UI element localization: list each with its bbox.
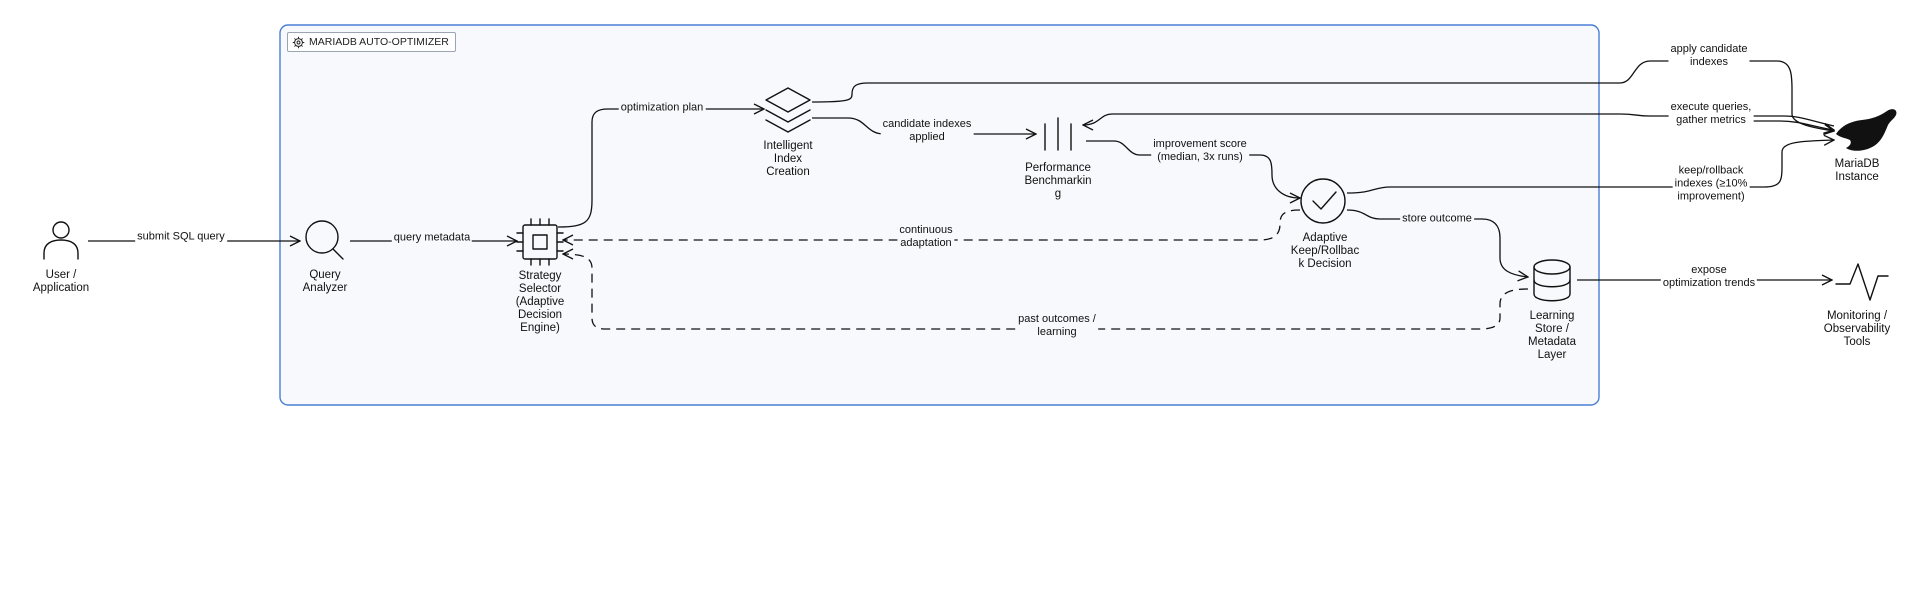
edge-label-applied: candidate indexes applied bbox=[880, 118, 974, 144]
node-index-creation[interactable]: Intelligent Index Creation bbox=[763, 140, 812, 179]
edge-continuous-adaptation bbox=[563, 209, 1301, 240]
node-label-line: g bbox=[1054, 188, 1062, 200]
node-keep-rollback-decision[interactable]: Adaptive Keep/Rollbac k Decision bbox=[1291, 232, 1359, 271]
group-title: MARIADB AUTO-OPTIMIZER bbox=[309, 36, 449, 48]
check-circle-icon bbox=[1300, 178, 1346, 224]
edge-label-continuous: continuous adaptation bbox=[897, 224, 955, 250]
edge-label-keep: keep/rollback indexes (≥10% improvement) bbox=[1672, 164, 1750, 204]
optimizer-group-box bbox=[279, 24, 1600, 406]
layers-icon bbox=[765, 87, 811, 133]
edge-label-line: indexes (≥10% bbox=[1674, 177, 1748, 190]
seal-icon bbox=[1836, 109, 1897, 151]
edge-optimization-plan bbox=[557, 109, 764, 228]
edge-label-score: improvement score (median, 3x runs) bbox=[1151, 138, 1249, 164]
node-label-line: Store / bbox=[1535, 323, 1569, 335]
edge-label-past: past outcomes / learning bbox=[1016, 313, 1098, 339]
edge-label-expose: expose optimization trends bbox=[1660, 264, 1758, 290]
node-label-line: Observability bbox=[1823, 323, 1891, 335]
activity-icon bbox=[1835, 263, 1889, 301]
node-monitoring-tools[interactable]: Monitoring / Observability Tools bbox=[1824, 310, 1890, 349]
edge-label-submit: submit SQL query bbox=[135, 230, 227, 244]
edge-label-line: indexes bbox=[1690, 56, 1728, 68]
node-label-line: Creation bbox=[766, 166, 810, 178]
gear-chip-icon bbox=[292, 36, 305, 48]
node-label-line: (Adaptive bbox=[515, 296, 565, 308]
edge-label-line: (median, 3x runs) bbox=[1157, 151, 1243, 163]
node-query-analyzer[interactable]: Query Analyzer bbox=[303, 269, 348, 295]
edge-execute-queries bbox=[1083, 113, 1835, 126]
edge-gather-metrics bbox=[1690, 120, 1834, 130]
search-icon bbox=[305, 220, 344, 260]
node-label-line: Benchmarkin bbox=[1024, 175, 1092, 187]
node-label-line: User / bbox=[45, 269, 77, 281]
edge-label-apply: apply candidate indexes bbox=[1668, 43, 1750, 69]
node-strategy-selector[interactable]: Strategy Selector (Adaptive Decision Eng… bbox=[516, 270, 565, 335]
node-label-line: k Decision bbox=[1298, 258, 1352, 270]
node-label-line: Application bbox=[32, 282, 90, 294]
edge-label-line: expose bbox=[1691, 264, 1727, 276]
edge-label-line: optimization trends bbox=[1662, 277, 1756, 289]
edge-improvement-score bbox=[1086, 140, 1300, 198]
node-label-line: Tools bbox=[1843, 336, 1871, 348]
group-title-badge: MARIADB AUTO-OPTIMIZER bbox=[287, 32, 456, 52]
node-label-line: Adaptive bbox=[1302, 232, 1348, 244]
edge-label-line: candidate indexes bbox=[882, 118, 972, 130]
node-label-line: Analyzer bbox=[302, 282, 348, 294]
edge-label-line: applied bbox=[909, 131, 945, 143]
edge-label-line: improvement score bbox=[1153, 138, 1247, 150]
edge-store-outcome bbox=[1346, 209, 1528, 277]
bars-icon bbox=[1044, 117, 1072, 151]
edge-label-line: gather metrics bbox=[1676, 114, 1746, 126]
node-label-line: Monitoring / bbox=[1826, 310, 1888, 322]
node-label-line: Query bbox=[309, 269, 341, 281]
node-label-line: Index bbox=[773, 153, 803, 165]
edge-label-line: learning bbox=[1037, 326, 1077, 338]
edge-label-line: past outcomes / bbox=[1018, 313, 1096, 325]
edge-label-metadata: query metadata bbox=[391, 231, 473, 245]
node-label-line: Instance bbox=[1835, 171, 1879, 183]
edge-apply-candidate bbox=[811, 60, 1834, 131]
user-icon bbox=[43, 221, 79, 260]
node-label-line: Learning bbox=[1529, 310, 1575, 322]
node-label-line: Metadata bbox=[1528, 336, 1576, 348]
node-label-line: Performance bbox=[1025, 162, 1091, 174]
node-label-line: Strategy bbox=[518, 270, 562, 282]
cpu-chip-icon bbox=[516, 218, 564, 266]
edge-keep-rollback bbox=[1346, 140, 1834, 194]
edge-label-execute: execute queries, gather metrics bbox=[1668, 101, 1754, 127]
node-label-line: Keep/Rollbac bbox=[1290, 245, 1360, 257]
node-mariadb-instance[interactable]: MariaDB Instance bbox=[1835, 158, 1880, 184]
edge-label-line: apply candidate bbox=[1670, 43, 1748, 55]
edge-label-line: keep/rollback bbox=[1678, 164, 1744, 177]
edge-label-store-outcome: store outcome bbox=[1400, 212, 1474, 226]
node-label-line: Layer bbox=[1537, 349, 1567, 361]
edge-label-line: improvement) bbox=[1677, 190, 1745, 203]
node-label-line: Decision bbox=[517, 309, 563, 321]
node-learning-store[interactable]: Learning Store / Metadata Layer bbox=[1528, 310, 1576, 362]
node-label-line: Intelligent bbox=[763, 140, 813, 152]
edge-label-line: continuous bbox=[899, 224, 953, 236]
node-label-line: MariaDB bbox=[1834, 158, 1880, 170]
node-user[interactable]: User / Application bbox=[33, 269, 89, 295]
edge-label-line: execute queries, bbox=[1670, 101, 1752, 113]
edge-label-line: adaptation bbox=[900, 237, 952, 249]
node-label-line: Selector bbox=[518, 283, 562, 295]
node-benchmarking[interactable]: Performance Benchmarkin g bbox=[1024, 162, 1091, 201]
node-label-line: Engine) bbox=[520, 322, 560, 334]
edge-label-plan: optimization plan bbox=[618, 101, 706, 115]
database-icon bbox=[1533, 259, 1571, 302]
